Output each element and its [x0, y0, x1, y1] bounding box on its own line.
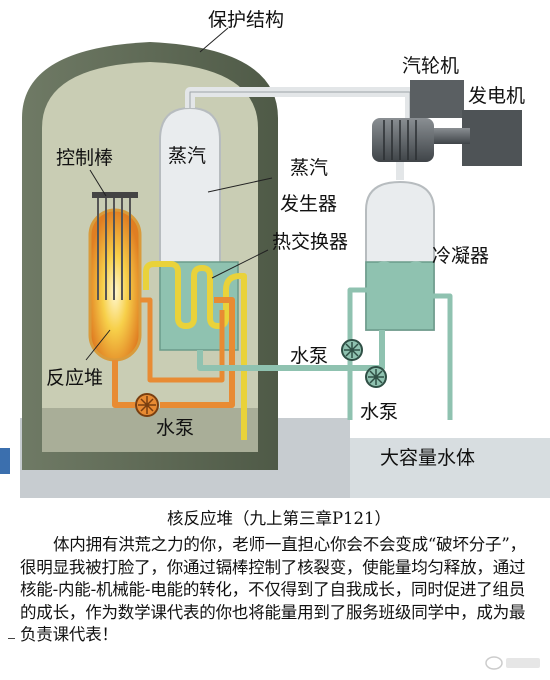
- left-edge-dash: [8, 638, 15, 639]
- label-water-body: 大容量水体: [380, 447, 475, 469]
- caption-body: 体内拥有洪荒之力的你，老师一直担心你会不会变成“破坏分子”，很明显我被打脸了，你…: [20, 535, 526, 644]
- secondary-return-pipe: [197, 330, 385, 371]
- caption: 核反应堆（九上第三章P121） 体内拥有洪荒之力的你，老师一直担心你会不会变成“…: [20, 508, 538, 647]
- label-reactor: 反应堆: [46, 367, 103, 389]
- left-edge-mark: [0, 448, 10, 474]
- label-generator: 发电机: [468, 85, 525, 107]
- watermark-icon: [485, 656, 540, 670]
- shaft: [430, 128, 470, 144]
- large-water-body: [350, 438, 550, 498]
- turbine-rotor: [372, 118, 434, 162]
- condenser-coil: [347, 261, 453, 420]
- label-pump-right: 水泵: [360, 401, 398, 423]
- control-rods: [97, 198, 131, 300]
- label-pump-bottom: 水泵: [156, 417, 194, 439]
- generator-housing: [462, 110, 522, 166]
- label-steam-generator-2: 发生器: [280, 193, 337, 215]
- turbine-housing: [410, 80, 464, 118]
- leader-lines: [85, 27, 273, 361]
- primary-loop-pipe: [112, 297, 235, 408]
- label-turbine: 汽轮机: [402, 55, 459, 77]
- label-heat-exchanger: 热交换器: [272, 231, 348, 253]
- label-control-rods: 控制棒: [56, 147, 113, 169]
- steam-generator-vessel: [159, 106, 221, 301]
- caption-title: 核反应堆（九上第三章P121）: [166, 509, 392, 528]
- heat-exchanger-coil: [143, 261, 247, 440]
- label-steam-generator-1: 蒸汽: [290, 157, 328, 179]
- label-containment: 保护结构: [208, 9, 284, 31]
- nuclear-reactor-diagram: 保护结构 汽轮机 发电机 控制棒 蒸汽 蒸汽 发生器 热交换器 冷凝器 水泵 反…: [20, 9, 550, 498]
- control-rod-holder: [92, 192, 138, 198]
- primary-loop-return: [140, 297, 225, 383]
- watermark-logo: [484, 652, 544, 672]
- label-steam: 蒸汽: [168, 145, 206, 167]
- label-pump-mid: 水泵: [290, 345, 328, 367]
- label-condenser: 冷凝器: [432, 245, 489, 267]
